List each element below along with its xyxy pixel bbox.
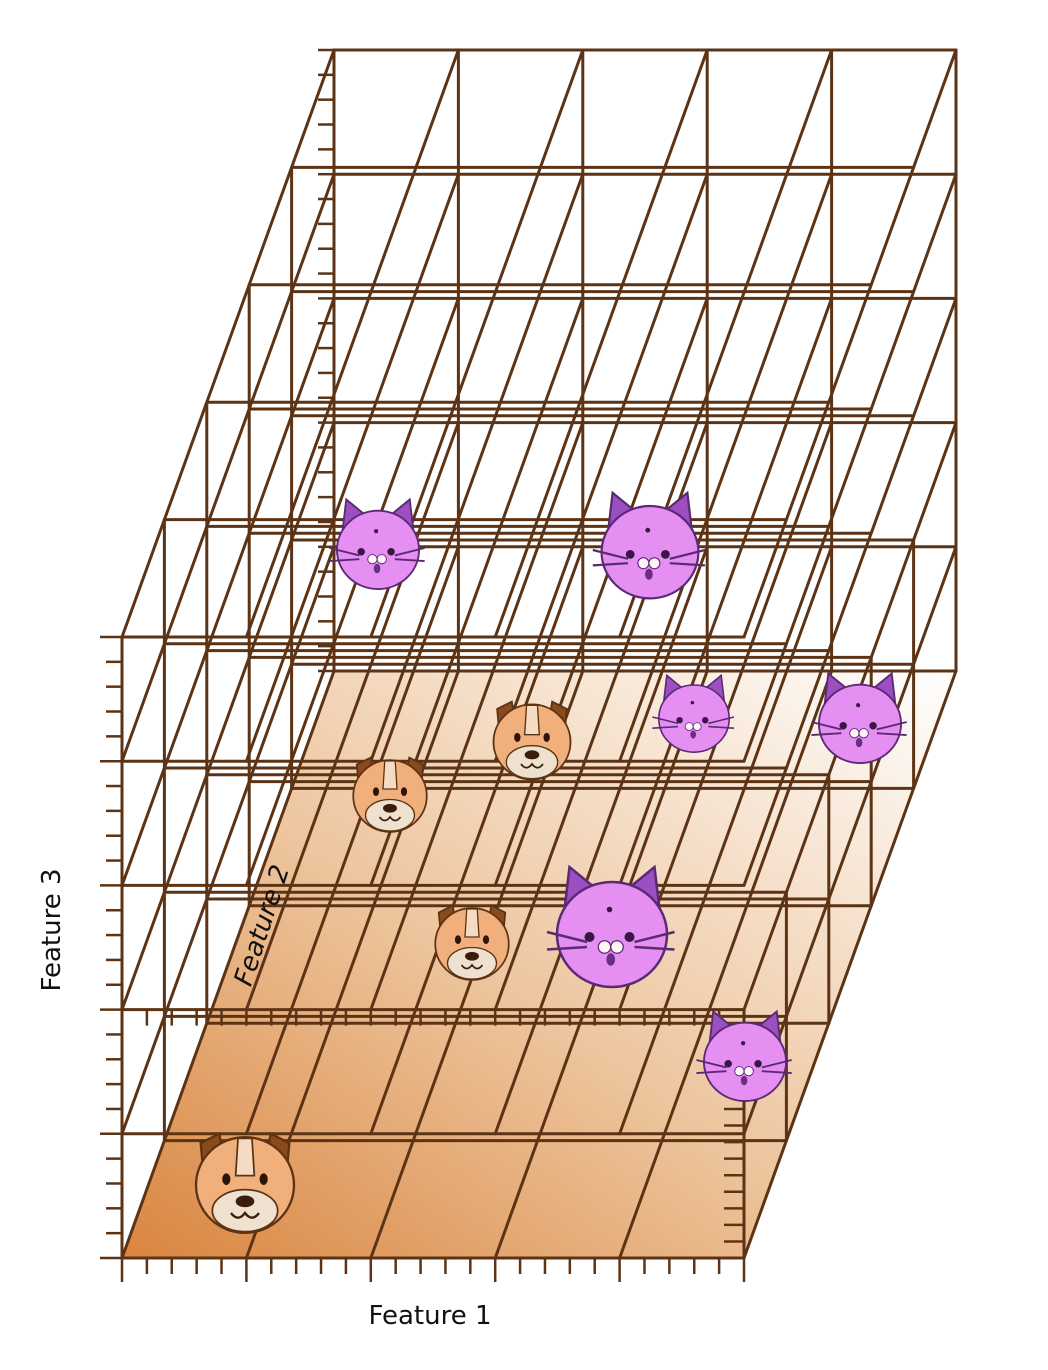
dog-back-left [434, 904, 510, 981]
cat-top-left [328, 498, 426, 590]
dog-back-center [492, 700, 572, 781]
grid-line-y [369, 421, 585, 1012]
grid-line-y [742, 48, 958, 639]
grid-line-y [244, 48, 460, 639]
grid-line-y [120, 296, 336, 887]
grid-line-y [618, 545, 834, 1136]
z-axis-label: Feature 3 [37, 868, 67, 991]
grid-line-y [244, 172, 460, 763]
grid-line-y [369, 545, 585, 1136]
grid-line-y [742, 296, 958, 887]
grid-line-y [618, 669, 834, 1260]
grid-lines [120, 48, 958, 1260]
grid-line-y [120, 48, 336, 639]
cat-top-center [591, 491, 707, 600]
dog-middle-left [352, 756, 428, 833]
grid-line-y [618, 172, 834, 763]
x-axis-label: Feature 1 [368, 1301, 491, 1331]
grid-line-y [493, 545, 709, 1136]
axis-ticks [100, 48, 746, 1282]
grid-line-y [742, 172, 958, 763]
grid-line-y [742, 669, 958, 1260]
grid-line-y [120, 172, 336, 763]
dog-large-front [194, 1132, 296, 1235]
grid-line-y [618, 296, 834, 887]
grid-line-y [244, 296, 460, 887]
floor-plane [122, 671, 956, 1258]
floor-fill [122, 671, 956, 1258]
